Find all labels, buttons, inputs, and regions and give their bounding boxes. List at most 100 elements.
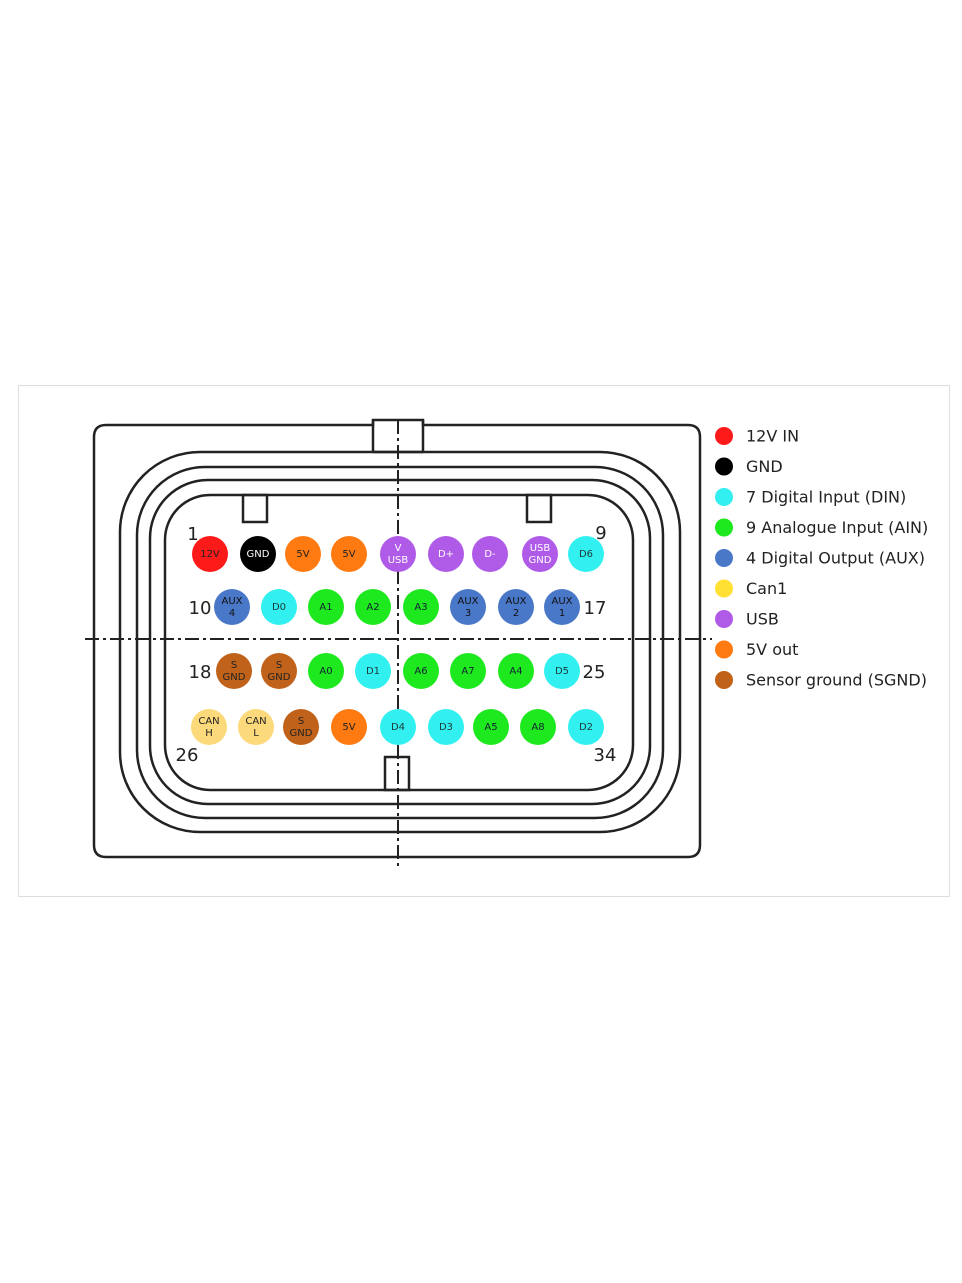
pin-numbers: 1 9 10 17 18 25 26 34 [176,523,617,766]
legend-swatch [715,579,733,598]
pin-label: D0 [272,602,286,613]
legend-item-usb: USB [715,610,779,629]
pin-sgnd-s-gnd: SGND [216,653,252,689]
legend-item-12v: 12V IN [715,427,799,446]
legend-item-sgnd: Sensor ground (SGND) [715,671,927,690]
pin-label: AUX [551,596,572,607]
pin-label: AUX [221,596,242,607]
pin-circle [240,536,276,572]
pin-circle [450,589,486,625]
pin-number-9: 9 [595,523,606,544]
legend-swatch [715,427,733,445]
pin-ain-a7: A7 [450,653,486,689]
pin-label: D4 [391,722,405,733]
pin-5v-5v: 5V [331,536,367,572]
pin-sgnd-s-gnd: SGND [261,653,297,689]
pin-label: GND [529,555,552,566]
pin-ain-a0: A0 [308,653,344,689]
pin-label: D5 [555,666,569,677]
pin-circle [355,589,391,625]
pin-label: A3 [414,602,427,613]
pin-label: GND [290,728,313,739]
pin-ain-a1: A1 [308,589,344,625]
pin-label: 4 [229,608,235,619]
pin-usb-d+: D+ [428,536,464,572]
pin-label: AUX [505,596,526,607]
pin-label: 2 [513,608,519,619]
seal-middle [135,465,665,820]
legend-item-5v: 5V out [715,640,798,659]
legend-swatch [715,640,733,659]
pin-label: D- [484,549,496,560]
pin-label: 12V [200,549,220,560]
pin-din-d6: D6 [568,536,604,572]
legend-swatch [715,457,733,476]
pin-circle [544,589,580,625]
pin-circle [285,536,321,572]
pin-circle [522,536,558,572]
pin-5v-5v: 5V [285,536,321,572]
pin-circle [428,709,464,745]
pin-label: A6 [414,666,427,677]
seal-inner [148,478,652,806]
pin-label: D1 [366,666,380,677]
pin-din-d2: D2 [568,709,604,745]
pin-circle [450,653,486,689]
pin-circle [403,589,439,625]
key-tab-sides [371,420,425,452]
legend-swatch [715,671,733,689]
pin-ain-a4: A4 [498,653,534,689]
pin-label: USB [530,543,551,554]
pin-label: A5 [484,722,497,733]
pin-circle [473,709,509,745]
legend-label: 9 Analogue Input (AIN) [746,518,928,537]
pin-circle [520,709,556,745]
pin-label: D2 [579,722,593,733]
legend-swatch [715,610,733,628]
pin-sgnd-s-gnd: SGND [283,709,319,745]
pin-din-d4: D4 [380,709,416,745]
center-lines [85,420,712,868]
pin-circle [261,653,297,689]
pin-label: A1 [319,602,332,613]
legend-label: 12V IN [746,427,799,446]
connector-housing [92,418,702,859]
pin-label: H [205,728,213,739]
pin-label: A0 [319,666,332,677]
pin-number-1: 1 [187,524,198,545]
pin-circle [331,536,367,572]
pin-circle [192,536,228,572]
legend-label: GND [746,457,783,476]
pin-label: A7 [461,666,474,677]
pin-label: CAN [198,716,219,727]
pin-circle [308,653,344,689]
pin-circle [355,653,391,689]
pin-label: S [298,716,304,727]
pin-label: GND [223,672,246,683]
pin-12v-12v: 12V [192,536,228,572]
pin-label: 5V [342,549,355,560]
pin-label: 5V [342,722,355,733]
pin-label: A8 [531,722,544,733]
pin-label: USB [388,555,409,566]
pin-din-d1: D1 [355,653,391,689]
pin-label: L [253,728,259,739]
pin-label: D6 [579,549,593,560]
pin-label: 3 [465,608,471,619]
pin-ain-a2: A2 [355,589,391,625]
legend-swatch [715,488,733,506]
legend-item-aux: 4 Digital Output (AUX) [715,549,925,568]
pin-circle [308,589,344,625]
legend-item-gnd: GND [715,457,783,476]
legend-label: Sensor ground (SGND) [746,671,927,690]
legend-label: 7 Digital Input (DIN) [746,488,906,507]
pin-circle [261,589,297,625]
